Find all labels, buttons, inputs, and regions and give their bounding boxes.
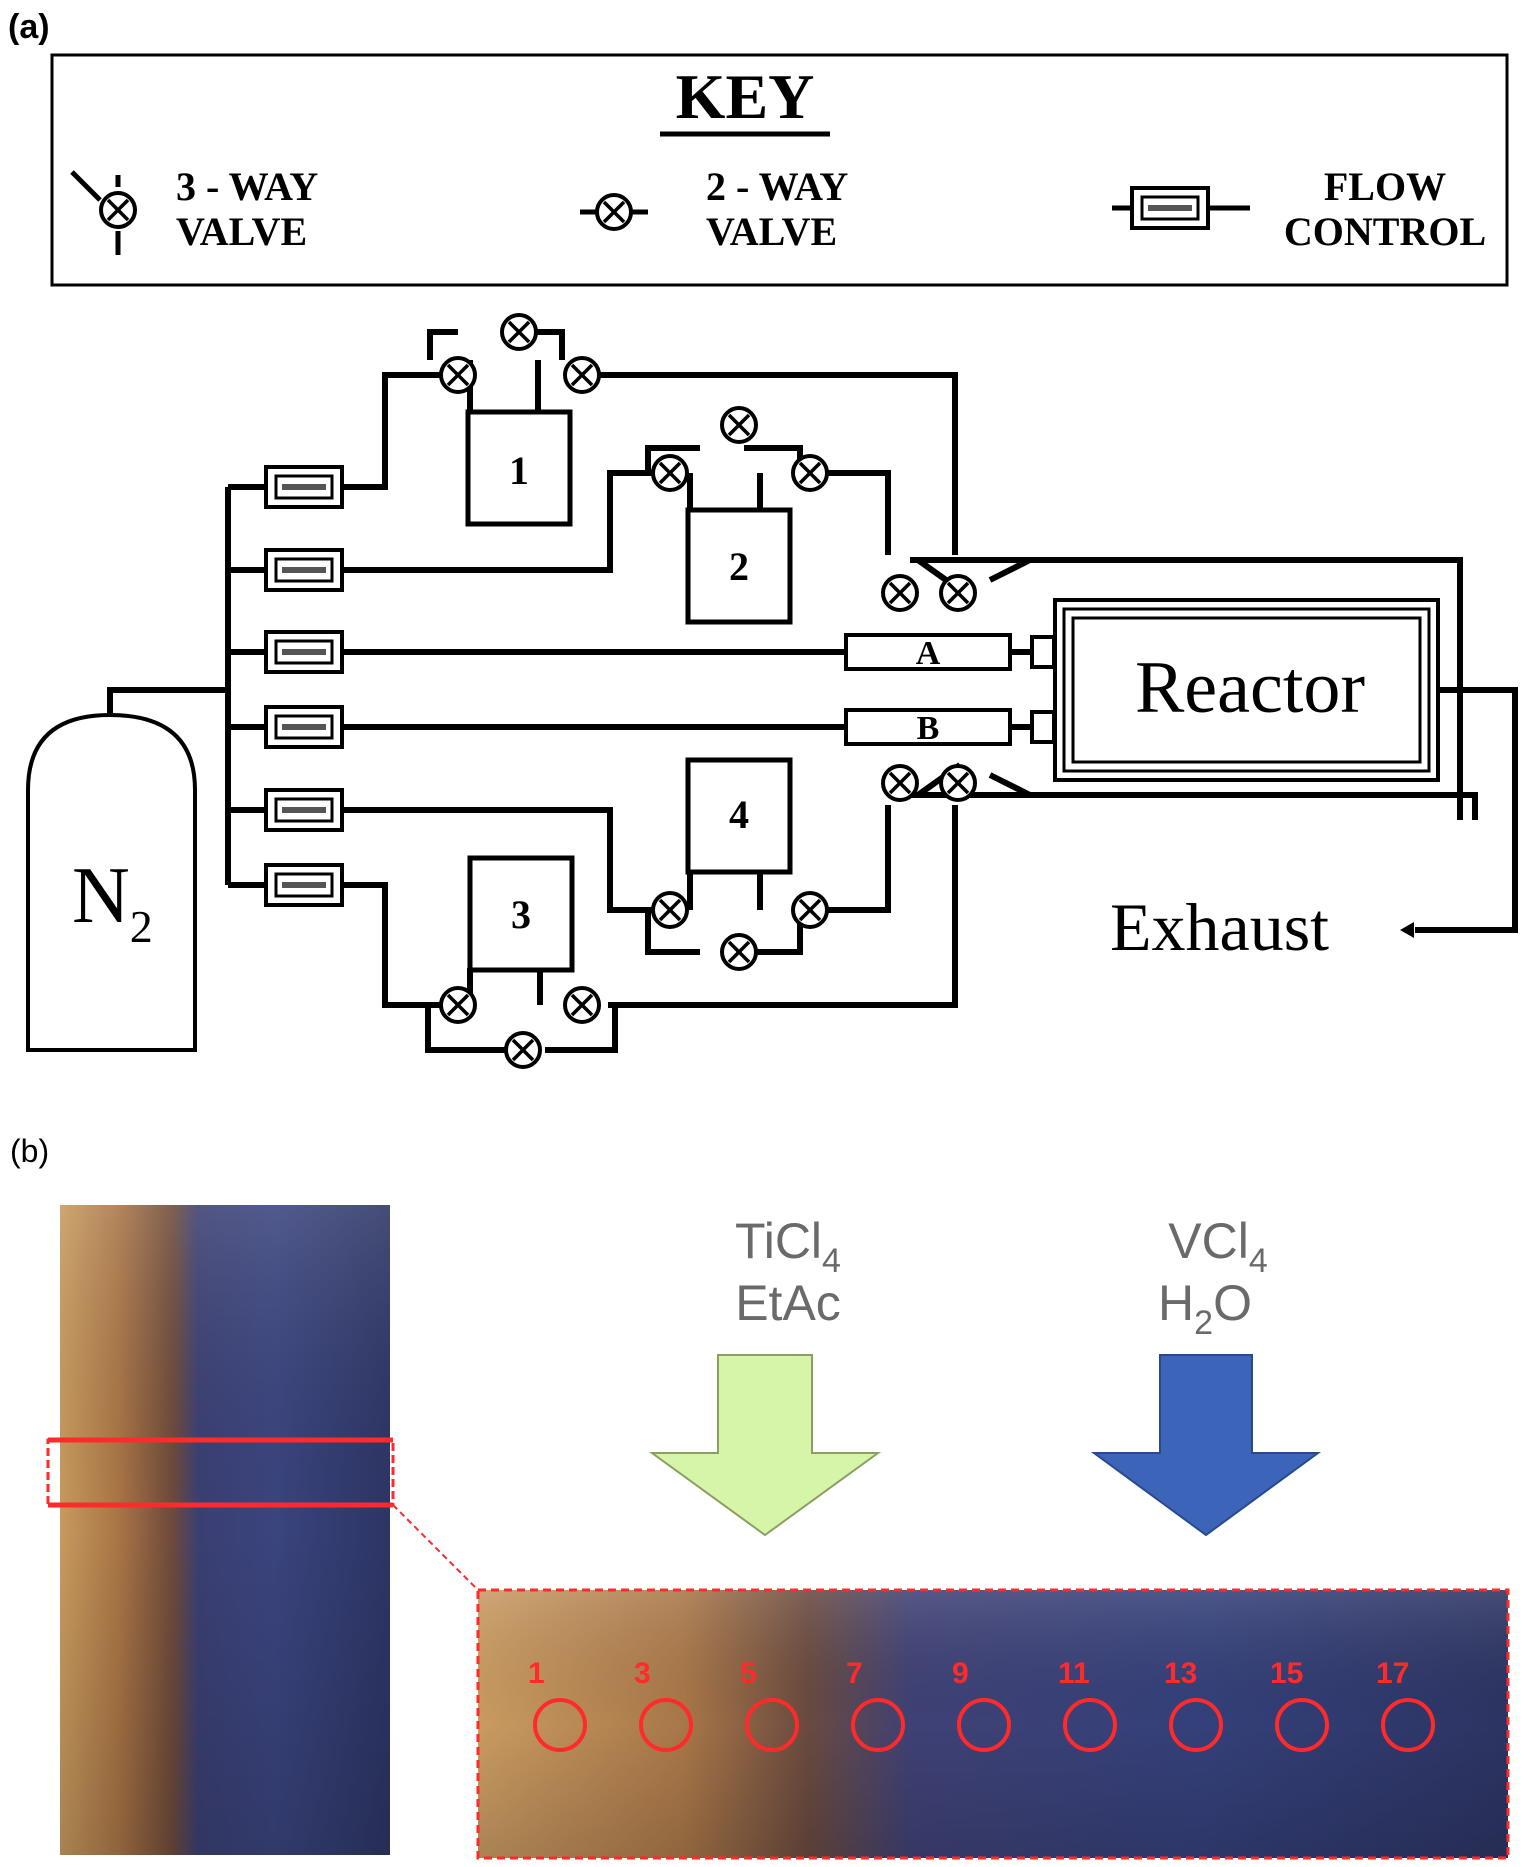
precursor-2-line1: VCl4 (1168, 1213, 1268, 1280)
point-label-1: 1 (528, 1657, 545, 1690)
flow-controller-5 (264, 788, 344, 832)
precursor-1-line2: EtAc (735, 1275, 841, 1331)
two-way-valve-icon (580, 193, 648, 231)
precursor-1-line1: TiCl4 (735, 1213, 841, 1280)
point-label-11: 11 (1058, 1657, 1090, 1690)
flow-controller-4 (264, 705, 344, 749)
point-label-3: 3 (634, 1657, 651, 1690)
sample-photo (46, 1205, 395, 1855)
key-legend: KEY 3 - WAY VALVE 2 - WAY VALVE FLOW CON… (50, 53, 1509, 287)
point-label-9: 9 (952, 1657, 969, 1690)
point-label-7: 7 (846, 1657, 863, 1690)
point-marker-11 (1063, 1698, 1117, 1752)
flow-controller-6 (264, 863, 344, 907)
bubbler-3-label: 3 (511, 892, 531, 937)
reactor: Reactor (1053, 598, 1440, 782)
three-way-valve-icon (70, 170, 137, 255)
flow-control-icon (1112, 186, 1250, 230)
precursor-1-arrow (648, 1354, 882, 1537)
bubbler-1: 1 (465, 409, 573, 527)
exhaust: Exhaust (1110, 889, 1414, 965)
mixer-b-label: B (917, 710, 940, 747)
three-way-label-1: 3 - WAY (176, 164, 318, 209)
point-label-13: 13 (1164, 1657, 1197, 1690)
mixer-a: A (844, 633, 1056, 672)
zoom-guide (392, 1504, 479, 1591)
point-label-15: 15 (1270, 1657, 1303, 1690)
exhaust-label: Exhaust (1110, 889, 1329, 965)
two-way-label-1: 2 - WAY (706, 164, 848, 209)
point-marker-5 (745, 1698, 799, 1752)
flow-label-2: CONTROL (1284, 209, 1486, 254)
reactor-label: Reactor (1135, 647, 1365, 729)
precursor-2-line2: H2O (1158, 1275, 1252, 1342)
point-marker-7 (851, 1698, 905, 1752)
nitrogen-cylinder: N2 (26, 712, 197, 1052)
precursor-2-arrow (1090, 1354, 1322, 1537)
cylinder-label: N2 (72, 852, 153, 952)
key-title: KEY (676, 61, 815, 132)
bubbler-2: 2 (685, 507, 793, 625)
mixer-b: B (844, 708, 1056, 747)
point-marker-9 (957, 1698, 1011, 1752)
mixer-a-label: A (916, 635, 941, 672)
flow-controller-2 (264, 548, 344, 592)
point-marker-1 (533, 1698, 587, 1752)
panel-a-label: (a) (8, 8, 50, 46)
two-way-label-2: VALVE (706, 209, 837, 254)
bubbler-2-label: 2 (729, 544, 749, 589)
point-marker-13 (1169, 1698, 1223, 1752)
point-label-5: 5 (740, 1657, 757, 1690)
panel-b-label: (b) (10, 1133, 49, 1169)
bubbler-3: 3 (467, 855, 575, 973)
point-marker-3 (639, 1698, 693, 1752)
bubbler-4-label: 4 (729, 792, 749, 837)
bubbler-1-label: 1 (509, 448, 529, 493)
three-way-label-2: VALVE (176, 209, 307, 254)
bubbler-4: 4 (685, 757, 793, 875)
point-marker-15 (1275, 1698, 1329, 1752)
flow-controller-1 (264, 465, 344, 509)
flow-label-1: FLOW (1324, 164, 1446, 209)
point-marker-17 (1381, 1698, 1435, 1752)
point-label-17: 17 (1376, 1657, 1409, 1690)
flow-controller-3 (264, 630, 344, 674)
